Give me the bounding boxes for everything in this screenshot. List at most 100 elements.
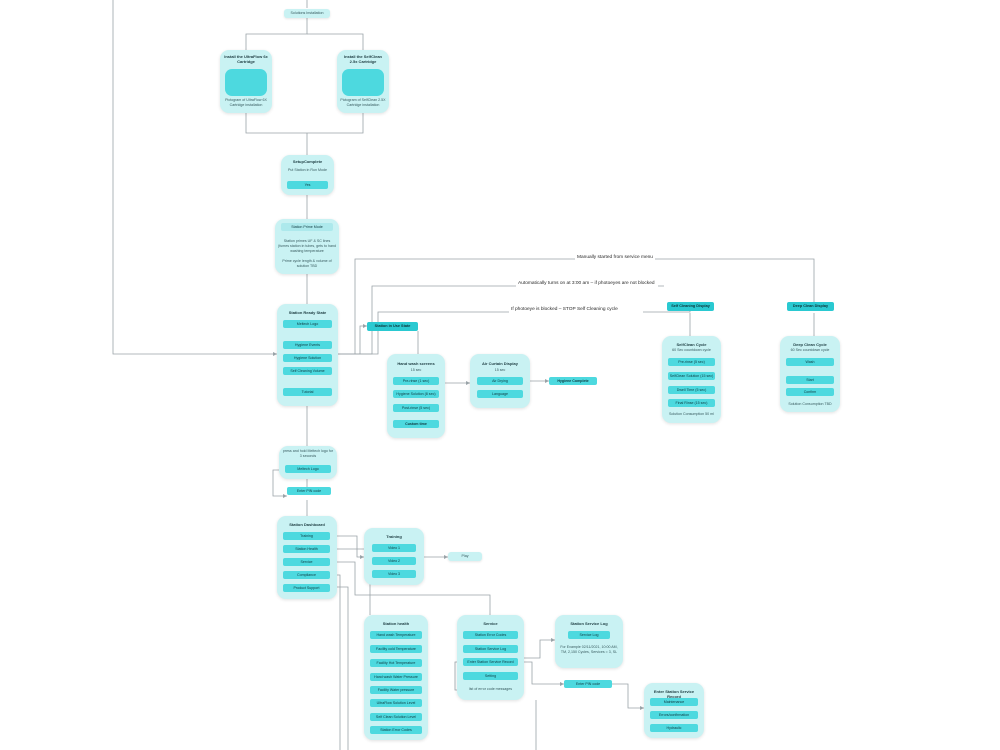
service-log-button[interactable]: Service Log (568, 631, 610, 639)
station-in-use-header[interactable]: Station in Use State (367, 322, 418, 331)
facility-hot-temperature-button[interactable]: Facility Hot Temperature (370, 659, 422, 667)
install-ultraflow-node[interactable]: Install the UltraFlow 6x Cartridge Picto… (220, 50, 272, 113)
solutions-installation-node[interactable]: Solutions Installation (284, 9, 330, 18)
self-cleaning-volume-button[interactable]: Self Cleaning Volume (283, 367, 332, 375)
hand-wash-time: 15 sec (410, 368, 422, 372)
dc-wash-button[interactable]: Wash (786, 358, 834, 366)
run-mode-text: Put Station in Run Mode (288, 168, 327, 172)
health-error-codes-button[interactable]: Station Error Codes (370, 726, 422, 734)
selfclean-cycle-title: SelfClean Cycle (676, 342, 707, 347)
air-drying-button[interactable]: Air Drying (477, 377, 523, 385)
hygiene-solution-button[interactable]: Hygiene Solution (283, 354, 332, 362)
tutorial-button[interactable]: Tutorial (283, 388, 332, 396)
training-button[interactable]: Training (283, 532, 330, 540)
deep-clean-cycle-title: Deep Clean Cycle (793, 342, 827, 347)
air-curtain-display-title: Air Curtain Display (481, 361, 518, 366)
post-rinse-button[interactable]: Post-rinse (5 sec) (393, 404, 439, 412)
self-cleaning-display-header[interactable]: Self Cleaning Display (667, 302, 714, 311)
station-prime-mode-node[interactable]: Station Prime Mode Station primes UF & S… (275, 219, 339, 274)
hydraulic-button[interactable]: Hydraulic (650, 724, 698, 732)
selfclean-pictogram-image (342, 69, 384, 96)
hygiene-events-button[interactable]: Hygiene Events (283, 341, 332, 349)
training-title: Training (386, 534, 402, 539)
install-selfclean-node[interactable]: Install the SelfClean 2.5x Cartridge Pic… (337, 50, 389, 113)
hand-wash-temperature-button[interactable]: Hand wash Temperature (370, 631, 422, 639)
station-ready-state-node[interactable]: Station Ready State Meltech Logo Hygiene… (277, 304, 338, 406)
hand-wash-screens-node[interactable]: Hand wash screens 15 sec Pre-rinse (1 se… (387, 354, 445, 438)
enter-service-record-title: Enter Station Service Record (653, 689, 695, 699)
manual-start-annotation: Manually started from service menu (575, 255, 655, 261)
prime-cycle-description: Prime cycle length & volume of solution … (282, 259, 332, 268)
station-service-log-node[interactable]: Station Service Log Service Log For Exam… (555, 615, 623, 668)
video2-button[interactable]: Video 2 (372, 557, 416, 565)
hygiene-complete-node[interactable]: Hygiene Complete (549, 377, 597, 385)
service-error-codes-button[interactable]: Station Error Codes (463, 631, 518, 639)
station-health-title: Station health (382, 621, 410, 626)
install-ultraflow-title: Install the UltraFlow 6x Cartridge (224, 54, 268, 64)
play-node[interactable]: Play (448, 552, 482, 561)
product-support-button[interactable]: Product Support (283, 584, 330, 592)
selfclean-cycle-node[interactable]: SelfClean Cycle 60 Sec countdown cycle P… (662, 336, 721, 423)
station-service-log-title: Station Service Log (570, 621, 608, 626)
station-service-log-button[interactable]: Station Service Log (463, 645, 518, 653)
self-clean-solution-level-button[interactable]: Self Clean Solution Level (370, 713, 422, 721)
yes-button[interactable]: Yes (287, 181, 328, 189)
press-hold-node[interactable]: press and hold Meltech logo for 3 second… (279, 446, 337, 479)
video1-button[interactable]: Video 1 (372, 544, 416, 552)
dc-start-button[interactable]: Start (786, 376, 834, 384)
hand-wash-screens-title: Hand wash screens (397, 361, 435, 366)
enter-service-record-node[interactable]: Enter Station Service Record Maintenance… (644, 683, 704, 738)
meltech-logo-button[interactable]: Meltech Logo (283, 320, 332, 328)
facility-water-pressure-button[interactable]: Facility Water pressure (370, 686, 422, 694)
language-button[interactable]: Language (477, 390, 523, 398)
dc-confirm-button[interactable]: Confirm (786, 388, 834, 396)
deep-clean-display-header[interactable]: Deep Clean Display (787, 302, 834, 311)
ultraflow-pictogram-caption: Pictogram of UltraFlow 6X Cartridge inst… (225, 98, 267, 107)
hand-wash-water-pressure-button[interactable]: Hand wash Water Pressure (370, 673, 422, 681)
station-dashboard-node[interactable]: Station Dashboard Training Station Healt… (277, 516, 337, 599)
sc-dwell-button[interactable]: Dwell Time (5 sec) (668, 386, 715, 394)
error-code-messages-text: list of error code messages (468, 687, 513, 691)
compliance-button[interactable]: Compliance (283, 571, 330, 579)
sc-pre-rinse-button[interactable]: Pre-rinse (5 sec) (668, 358, 715, 366)
sc-solution-button[interactable]: SelfClean Solution (15 sec) (668, 372, 715, 380)
deep-clean-cycle-node[interactable]: Deep Clean Cycle 60 Sec countdown cycle … (780, 336, 840, 412)
selfclean-pictogram-caption: Pictogram of SelfClean 2.5X Cartridge in… (340, 98, 386, 107)
selfclean-countdown: 60 Sec countdown cycle (672, 348, 711, 352)
station-health-node[interactable]: Station health Hand wash Temperature Fac… (364, 615, 428, 740)
enter-service-record-button[interactable]: Enter Station Service Record (463, 658, 518, 666)
dc-consumption: Solution Consumption TBD (788, 402, 832, 406)
deep-clean-countdown: 60 Sec countdown cycle (790, 348, 830, 352)
video3-button[interactable]: Video 3 (372, 570, 416, 578)
enter-pin-button[interactable]: Enter PIN code (287, 487, 331, 495)
service-button[interactable]: Service (283, 558, 330, 566)
training-node[interactable]: Training Video 1 Video 2 Video 3 (364, 528, 424, 585)
ultraflow-solution-level-button[interactable]: UltraFlow Solution Level (370, 699, 422, 707)
photoeye-blocked-annotation: If photoeye is blocked – STOP Self Clean… (509, 307, 643, 313)
station-prime-mode-label: Station Prime Mode (281, 223, 333, 231)
sc-final-rinse-button[interactable]: Final Rinse (15 sec) (668, 399, 715, 407)
air-curtain-time: 15 sec (494, 368, 506, 372)
service-node[interactable]: Service Station Error Codes Station Serv… (457, 615, 524, 700)
press-hold-text: press and hold Meltech logo for 3 second… (282, 449, 334, 458)
setup-complete-node[interactable]: SetupComplete Put Station in Run Mode Ye… (281, 155, 334, 195)
setup-complete-title: SetupComplete (292, 159, 323, 164)
meltech-logo-2-button[interactable]: Meltech Logo (285, 465, 331, 473)
custom-time-button[interactable]: Custom time (393, 420, 439, 428)
install-selfclean-title: Install the SelfClean 2.5x Cartridge (343, 54, 382, 64)
prime-description: Station primes UF & SC lines (fumes stat… (278, 239, 336, 253)
station-ready-state-title: Station Ready State (288, 310, 327, 315)
air-curtain-display-node[interactable]: Air Curtain Display 15 sec Air Drying La… (470, 354, 530, 408)
setting-button[interactable]: Setting (463, 672, 518, 680)
errors-confirmation-button[interactable]: Errors/confirmation (650, 711, 698, 719)
pre-rinse-button[interactable]: Pre-rinse (1 sec) (393, 377, 439, 385)
ultraflow-pictogram-image (225, 69, 267, 96)
maintenance-button[interactable]: Maintenance (650, 698, 698, 706)
hygiene-solution-step-button[interactable]: Hygiene Solution (8 sec) (393, 390, 439, 398)
station-dashboard-title: Station Dashboard (289, 522, 325, 527)
station-health-button[interactable]: Station Health (283, 545, 330, 553)
service-log-example: For Example 02/11/2021, 10:00 AM, TM, 2,… (560, 645, 618, 654)
enter-pin-2-button[interactable]: Enter PIN code (564, 680, 612, 688)
facility-cold-temperature-button[interactable]: Facility cold Temperature (370, 645, 422, 653)
